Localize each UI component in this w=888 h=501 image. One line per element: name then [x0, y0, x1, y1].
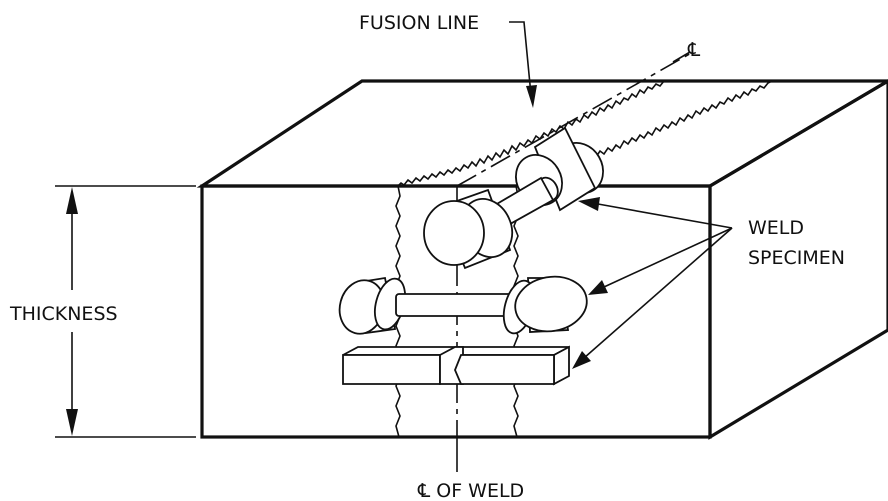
arrow-specimen3-icon — [572, 351, 591, 369]
leader-to-specimen1 — [597, 203, 733, 229]
leader-to-specimen2 — [603, 227, 733, 288]
fusion-line-top-left — [397, 80, 665, 187]
specimen2-reduced-section — [395, 293, 521, 317]
centerline-top-leader — [672, 51, 691, 63]
specimen1-near-end-face — [423, 200, 485, 266]
thickness-arrow-down-icon — [66, 409, 78, 436]
thickness-arrow-up-icon — [66, 187, 78, 214]
specimen3-left-front — [342, 354, 441, 385]
thickness-label: THICKNESS — [9, 303, 118, 325]
centerline-top-label: ℄ — [687, 39, 701, 61]
centerline-top-callout: ℄ — [672, 39, 701, 63]
round-tensile-specimen-angled — [423, 126, 604, 270]
specimen-label: SPECIMEN — [748, 247, 845, 269]
round-tensile-specimen-horizontal — [338, 275, 588, 335]
specimen3-right-front — [454, 354, 555, 385]
specimen2-right-end-face — [514, 275, 588, 333]
centerline-top-face — [456, 51, 694, 187]
thickness-dimension: THICKNESS — [9, 185, 196, 438]
fusion-line-callout: FUSION LINE — [359, 12, 537, 108]
fusion-line-arrow-icon — [526, 85, 537, 108]
block-front-face — [200, 184, 712, 439]
weld-specimen-callout: WELD SPECIMEN — [572, 197, 845, 369]
leader-to-specimen3 — [583, 227, 733, 359]
fusion-line-label: FUSION LINE — [359, 12, 479, 34]
arrow-specimen2-icon — [588, 280, 608, 295]
notched-bar-specimen — [342, 345, 570, 386]
arrow-specimen1-icon — [578, 197, 600, 211]
fusion-line-leader — [509, 21, 532, 96]
centerline-of-weld-label: ℄ OF WELD — [417, 480, 524, 501]
weld-label: WELD — [748, 217, 804, 239]
